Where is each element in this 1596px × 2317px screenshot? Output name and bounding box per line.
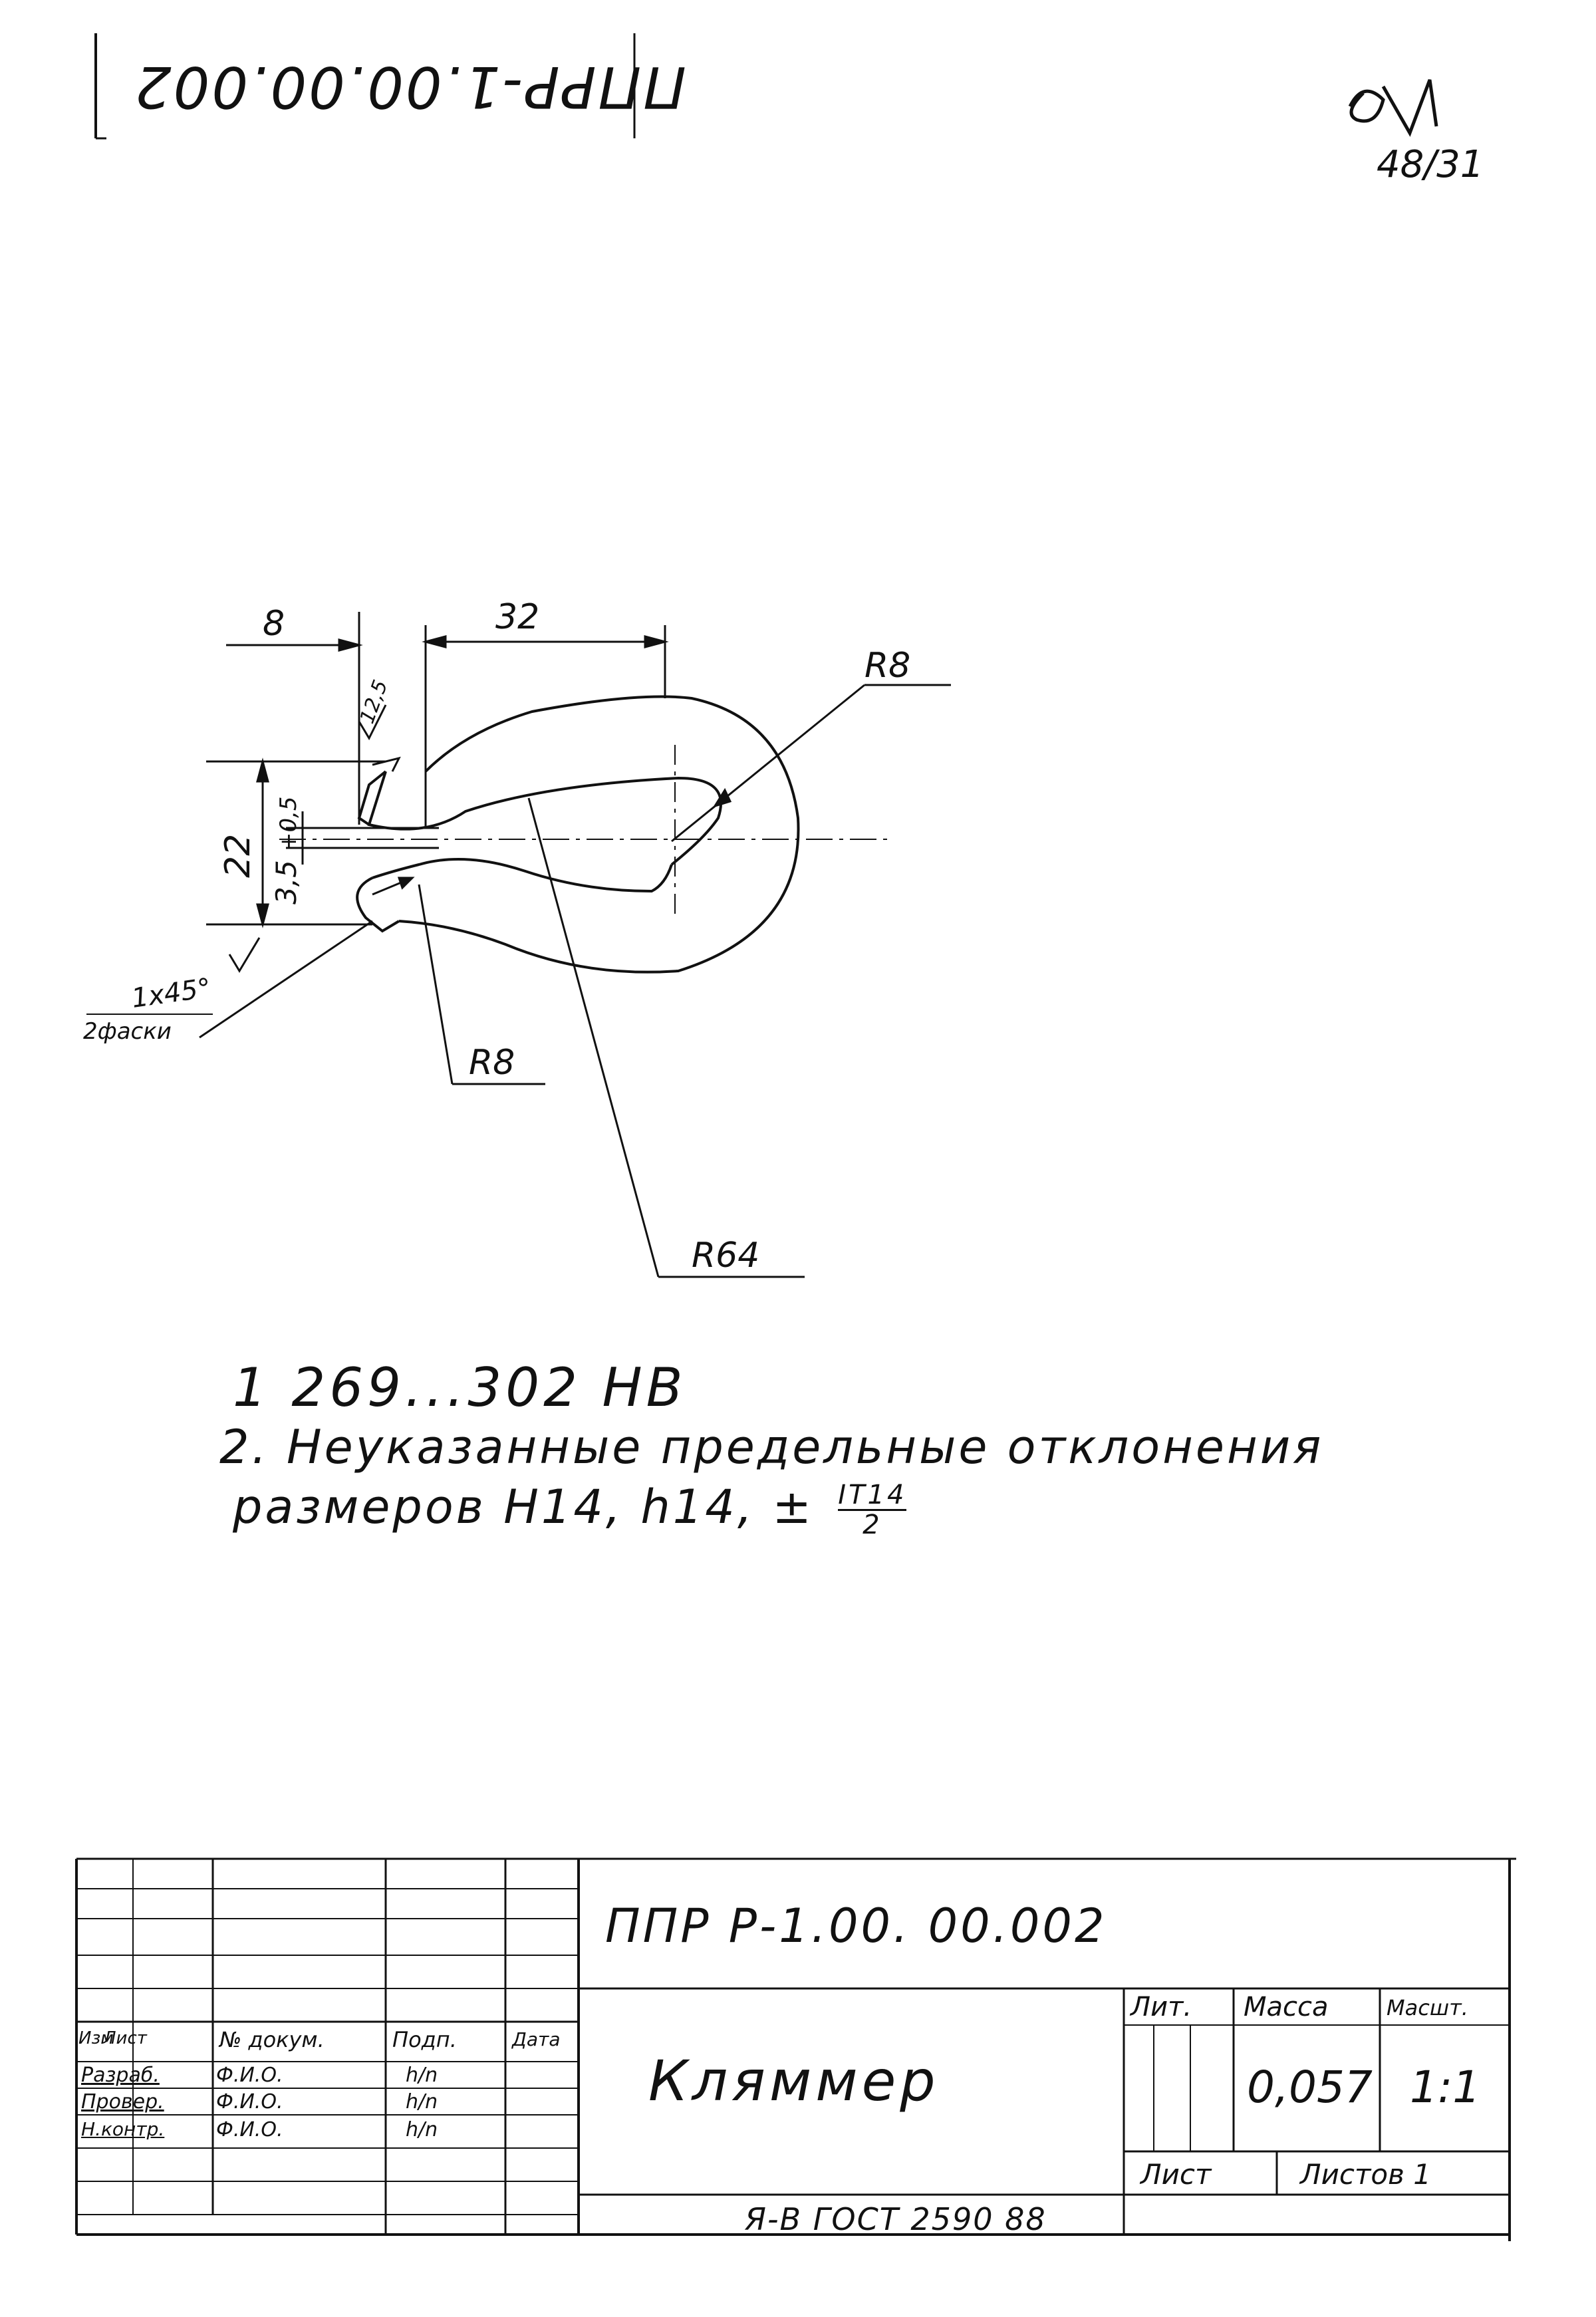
row1-sign: h/n xyxy=(406,2064,438,2087)
header-doc: № докум. xyxy=(219,2027,325,2052)
lit-label: Лит. xyxy=(1130,1992,1192,2022)
scale-label: Масшт. xyxy=(1387,1995,1468,2020)
note-line-3-prefix: размеров H14, h14, ± xyxy=(233,1480,814,1534)
material-text: Я-В ГОСТ 2590 88 xyxy=(745,2201,1047,2237)
sheet-label: Лист xyxy=(1140,2158,1212,2191)
row1-role: Разраб. xyxy=(81,2064,160,2087)
dim-gap-tol-text: +0,5 xyxy=(275,796,302,851)
mass-label: Масса xyxy=(1244,1992,1329,2022)
corner-signature-icon xyxy=(1348,79,1438,137)
clamp-outer-loop xyxy=(398,695,800,974)
chamfer-note-text: 2фаски xyxy=(83,1018,172,1045)
row2-name: Ф.И.О. xyxy=(216,2090,283,2113)
mass-value: 0,057 xyxy=(1247,2062,1373,2113)
row1-name: Ф.И.О. xyxy=(216,2064,283,2087)
scale-value: 1:1 xyxy=(1410,2062,1481,2113)
title-part-name: Кляммер xyxy=(648,2048,940,2113)
dim-top-text: 32 xyxy=(495,597,539,637)
designation-stamp: ППРР-1.00.00.002 xyxy=(93,27,686,140)
row3-role: Н.контр. xyxy=(81,2118,165,2140)
header-list: Лист xyxy=(103,2028,147,2048)
radius-large-text: R64 xyxy=(692,1236,759,1276)
clamp-outline-upper xyxy=(367,771,722,866)
row2-sign: h/n xyxy=(406,2090,438,2113)
title-designation: ППР Р-1.00. 00.002 xyxy=(605,1899,1107,1953)
note-fraction-numerator: IT14 xyxy=(838,1480,907,1512)
note-line-3: размеров H14, h14, ± IT14 2 xyxy=(233,1480,907,1541)
dim-gap-text: 3,5 xyxy=(270,860,303,904)
row2-role: Провер. xyxy=(81,2090,164,2113)
note-fraction-denominator: 2 xyxy=(863,1510,882,1541)
corner-code: 48/31 xyxy=(1377,143,1484,186)
clamp-inner-loop xyxy=(372,858,673,893)
row3-name: Ф.И.О. xyxy=(216,2118,283,2141)
note-line-2: 2. Неуказанные предельные отклонения xyxy=(219,1420,1324,1474)
radius-inner-text: R8 xyxy=(469,1043,515,1083)
note-line-1: 1 269...302 HB xyxy=(233,1357,687,1419)
header-izm: Изм xyxy=(78,2028,114,2048)
part-drawing: 8 32 R8 R8 R64 1x45° 2фаски 22 3,5 +0,5 … xyxy=(83,597,951,1278)
dim-height-text: 22 xyxy=(218,834,258,878)
dim-left-text: 8 xyxy=(263,604,285,644)
clamp-lower-end xyxy=(356,877,400,933)
row3-sign: h/n xyxy=(406,2118,438,2141)
header-date: Дата xyxy=(512,2028,561,2050)
note-fraction: IT14 2 xyxy=(838,1480,907,1541)
radius-outer-text: R8 xyxy=(864,646,910,686)
header-sign: Подп. xyxy=(392,2027,457,2052)
clamp-upper-end xyxy=(357,770,387,826)
sheets-label: Листов 1 xyxy=(1300,2158,1431,2191)
